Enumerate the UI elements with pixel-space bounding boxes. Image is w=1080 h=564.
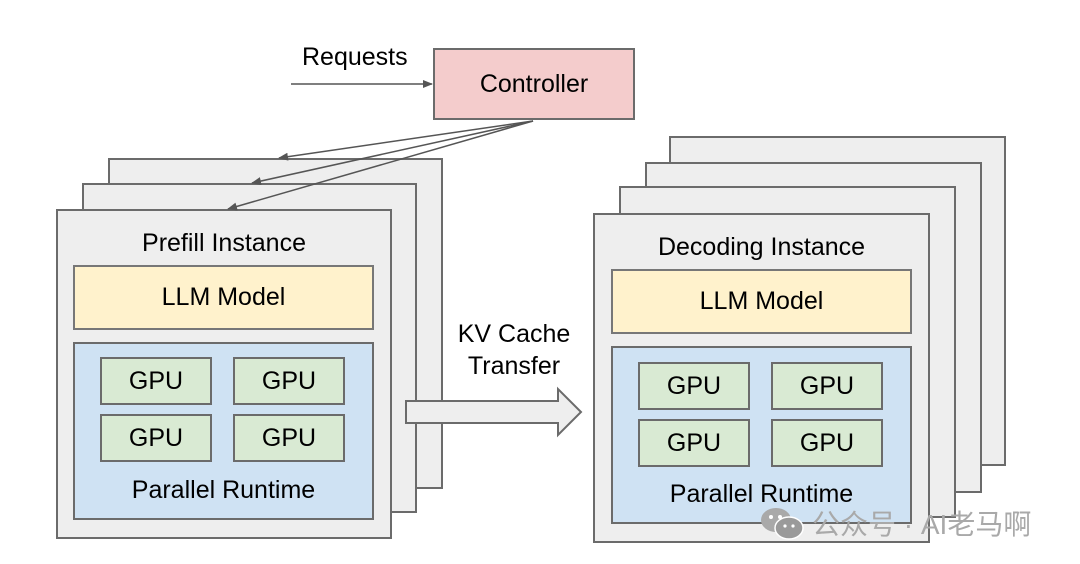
prefill-llm-model: LLM Model xyxy=(73,265,374,330)
decoding-gpu-4: GPU xyxy=(771,419,883,467)
kv-cache-label-line2: Transfer xyxy=(467,352,561,380)
prefill-gpu-3: GPU xyxy=(100,414,212,462)
decoding-gpu-1: GPU xyxy=(638,362,750,410)
decoding-gpu-2: GPU xyxy=(771,362,883,410)
controller-box: Controller xyxy=(433,48,635,120)
prefill-gpu-2: GPU xyxy=(233,357,345,405)
decoding-instance-title: Decoding Instance xyxy=(657,233,866,261)
controller-to-prefill-arrow-1 xyxy=(278,120,534,161)
requests-label: Requests xyxy=(302,43,408,71)
decoding-gpu-3: GPU xyxy=(638,419,750,467)
kv-cache-transfer-arrow xyxy=(405,386,583,438)
watermark-text: 公众号 · AI老马啊 xyxy=(812,509,1032,540)
prefill-runtime-label: Parallel Runtime xyxy=(131,476,316,504)
decoding-llm-model: LLM Model xyxy=(611,269,912,334)
wechat-icon xyxy=(761,508,804,540)
watermark: 公众号 · AI老马啊 xyxy=(760,503,1031,543)
decoding-runtime-label: Parallel Runtime xyxy=(669,480,854,508)
controller-to-prefill-arrow-3 xyxy=(227,120,534,211)
prefill-instance-title: Prefill Instance xyxy=(142,229,306,257)
prefill-gpu-4: GPU xyxy=(233,414,345,462)
prefill-gpu-1: GPU xyxy=(100,357,212,405)
kv-cache-transfer-label: KV Cache Transfer xyxy=(434,318,594,382)
controller-to-prefill-arrow-2 xyxy=(251,120,534,185)
kv-cache-label-line1: KV Cache xyxy=(457,320,571,348)
